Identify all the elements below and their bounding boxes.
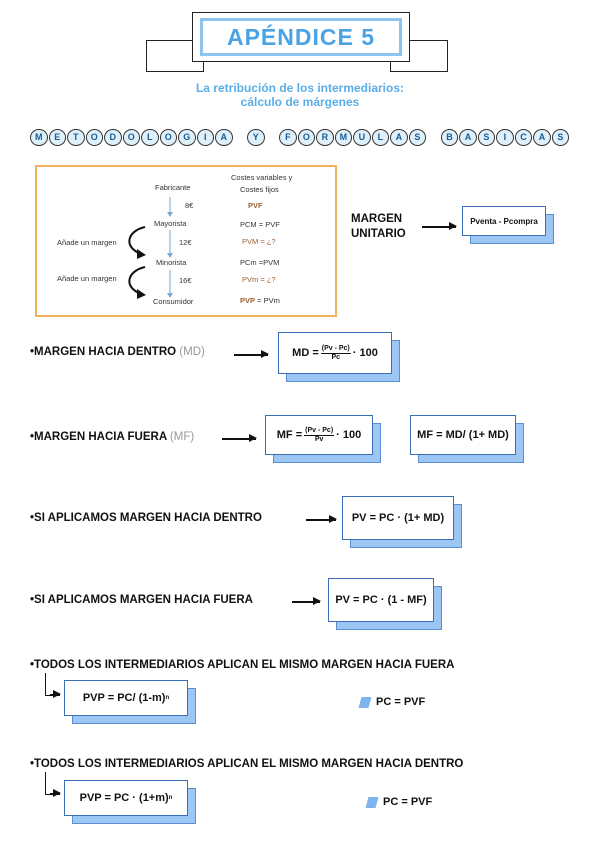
- md-abbr: (MD): [179, 346, 205, 358]
- price-16: 16€: [179, 276, 192, 285]
- margen-unitario-line-1: MARGEN: [351, 213, 403, 225]
- subtitle-line-2: cálculo de márgenes: [240, 95, 360, 109]
- flag-icon: [365, 796, 379, 808]
- fabricante-label: Fabricante: [155, 183, 191, 192]
- letter-bubble: M: [30, 128, 48, 146]
- page-title: APÉNDICE 5: [226, 23, 376, 50]
- note-pc-pvf-1: PC = PVF: [358, 696, 425, 708]
- arrow-todos-dentro: [50, 790, 61, 796]
- letter-bubble: A: [390, 128, 408, 146]
- mf-abbr: (MF): [169, 431, 195, 443]
- letter-bubble: A: [533, 128, 551, 146]
- card-todos-fuera: PVP = PC/ (1-m)n: [64, 680, 196, 724]
- title-inner-frame: APÉNDICE 5: [200, 18, 402, 56]
- aplicamos-fuera-label: •SI APLICAMOS MARGEN HACIA FUERA: [30, 594, 253, 606]
- formula-md: MD = (Pv - Pc)Pc · 100: [278, 332, 392, 374]
- todos-fuera-label: •TODOS LOS INTERMEDIARIOS APLICAN EL MIS…: [30, 659, 455, 671]
- arrow-margen-fuera: [222, 435, 257, 441]
- pcm2-eq: PCm =PVM: [240, 258, 280, 267]
- letter-bubble: I: [496, 128, 514, 146]
- formula-pvp-dentro: PVP = PC · (1+m)n: [64, 780, 188, 816]
- letter-bubble: S: [477, 128, 496, 146]
- consumidor-label: Consumidor: [153, 297, 194, 306]
- pvf-label: PVF: [248, 201, 263, 210]
- formula-mf: MF = (Pv - Pc)Pv · 100: [265, 415, 373, 455]
- pcm-eq: PCM = PVF: [240, 220, 280, 229]
- formula-pv-fuera: PV = PC · (1 - MF): [328, 578, 434, 622]
- arrow-margen-dentro: [234, 351, 269, 357]
- todos-dentro-label: •TODOS LOS INTERMEDIARIOS APLICAN EL MIS…: [30, 758, 464, 770]
- flag-icon: [358, 696, 372, 708]
- card-margen-unitario: Pventa - Pcompra: [462, 206, 554, 244]
- formula-margen-unitario: Pventa - Pcompra: [462, 206, 546, 236]
- letter-bubble: M: [334, 128, 353, 146]
- letter-bubble: C: [514, 128, 533, 146]
- formula-pv-dentro: PV = PC · (1+ MD): [342, 496, 454, 540]
- pvp-label: PVP: [240, 296, 256, 305]
- letter-bubble: O: [297, 128, 316, 146]
- title-banner: APÉNDICE 5: [192, 12, 410, 62]
- letter-bubble: R: [316, 128, 334, 146]
- anade-margen-2: Añade un margen: [57, 274, 117, 283]
- card-margen-fuera: MF = (Pv - Pc)Pv · 100: [265, 415, 381, 463]
- anade-margen-1: Añade un margen: [57, 238, 117, 247]
- bend-todos-dentro: [45, 772, 58, 795]
- formula-pvp-fuera: PVP = PC/ (1-m)n: [64, 680, 188, 716]
- letter-bubble: O: [122, 128, 140, 146]
- margen-dentro-label: •MARGEN HACIA DENTRO (MD): [30, 346, 205, 358]
- margen-unitario-line-2: UNITARIO: [351, 228, 406, 240]
- letter-bubble: O: [159, 128, 177, 146]
- letter-bubble: G: [178, 128, 196, 146]
- letter-bubble: U: [353, 128, 371, 146]
- card-todos-dentro: PVP = PC · (1+m)n: [64, 780, 196, 824]
- pvm2-eq: PVm = ¿?: [242, 275, 276, 284]
- letter-bubble: A: [459, 128, 477, 146]
- letter-bubble: S: [408, 128, 427, 146]
- card-aplicamos-fuera: PV = PC · (1 - MF): [328, 578, 442, 630]
- costes-line-1: Costes variables y: [231, 173, 293, 182]
- costes-line-2: Costes fijos: [240, 185, 279, 194]
- arrow-aplicamos-dentro: [306, 516, 337, 522]
- margen-fuera-label: •MARGEN HACIA FUERA (MF): [30, 431, 195, 443]
- diagram-arrows: [128, 197, 173, 299]
- letter-bubble: L: [371, 128, 390, 146]
- bend-todos-fuera: [45, 673, 58, 696]
- letter-bubble: E: [48, 128, 66, 146]
- letter-bubble: L: [141, 128, 159, 146]
- note-pc-pvf-2: PC = PVF: [365, 796, 432, 808]
- letter-bubble: A: [215, 128, 233, 146]
- minorista-label: Minorista: [156, 258, 187, 267]
- arrow-aplicamos-fuera: [292, 598, 321, 604]
- price-12: 12€: [179, 238, 192, 247]
- letter-bubble: F: [279, 128, 297, 146]
- pvm-eq: PVM = ¿?: [242, 237, 276, 246]
- letter-bubble: S: [551, 128, 570, 146]
- letter-bubble: D: [104, 128, 122, 146]
- letter-bubble: B: [440, 128, 459, 146]
- letter-bubble: O: [85, 128, 103, 146]
- aplicamos-dentro-label: •SI APLICAMOS MARGEN HACIA DENTRO: [30, 512, 262, 524]
- pvp-eq: PVP = PVm: [240, 296, 280, 305]
- letter-bubble: T: [67, 128, 85, 146]
- card-mf-from-md: MF = MD/ (1+ MD): [410, 415, 524, 463]
- pvp-rest: = PVm: [255, 296, 280, 305]
- card-aplicamos-dentro: PV = PC · (1+ MD): [342, 496, 462, 548]
- price-8: 8€: [185, 201, 194, 210]
- letter-bubble: I: [196, 128, 214, 146]
- letter-bubble: Y: [247, 128, 265, 146]
- card-margen-dentro: MD = (Pv - Pc)Pc · 100: [278, 332, 400, 382]
- arrow-margen-unitario: [422, 223, 457, 229]
- subtitle-line-1: La retribución de los intermediarios:: [195, 81, 405, 95]
- distribution-chain-diagram: Fabricante Costes variables y Costes fij…: [35, 165, 337, 317]
- formula-mf-from-md: MF = MD/ (1+ MD): [410, 415, 516, 455]
- mayorista-label: Mayorista: [154, 219, 187, 228]
- arrow-todos-fuera: [50, 691, 61, 697]
